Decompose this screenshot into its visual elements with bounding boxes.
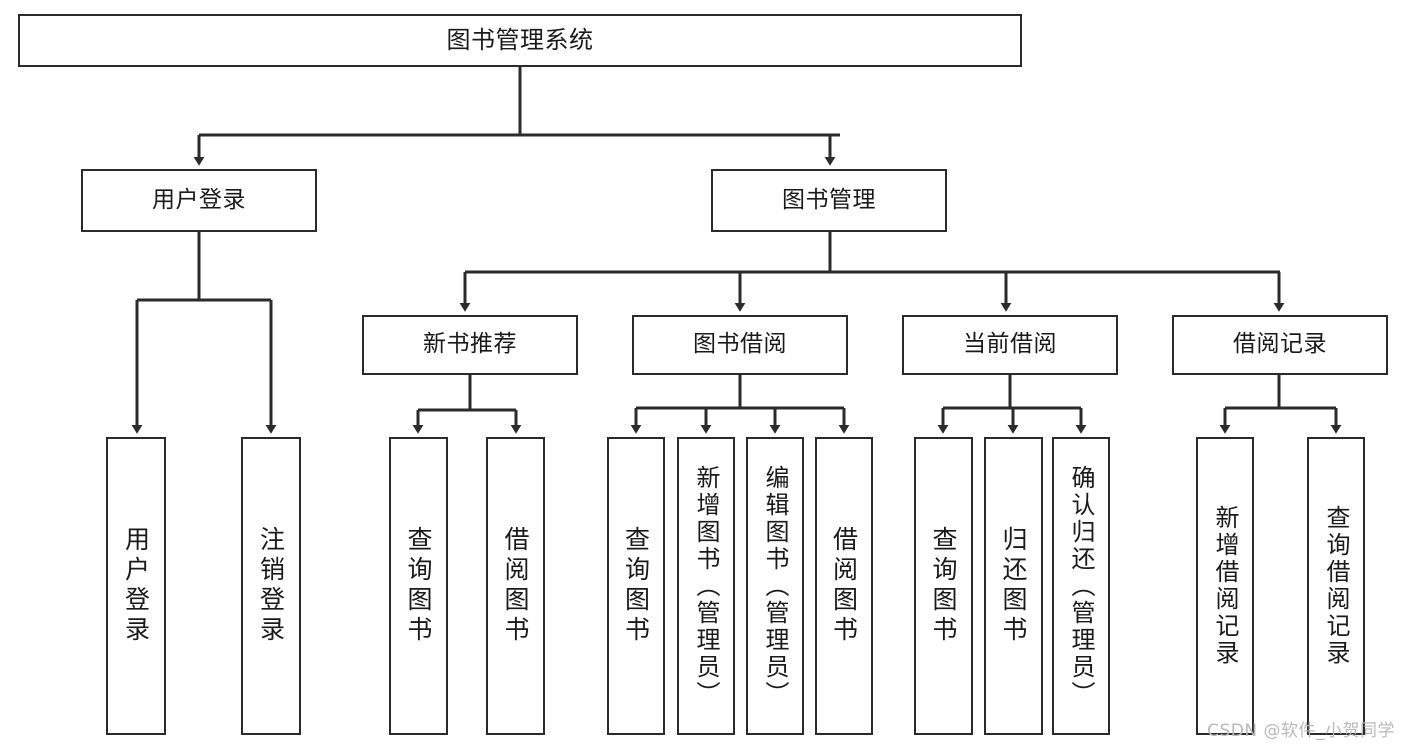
node-label: 借阅图书 (501, 526, 530, 646)
node-label: 当前借阅 (963, 331, 1057, 358)
node-label: 确认归还（管理员） (1067, 464, 1095, 708)
node-book-management[interactable]: 图书管理 (711, 169, 947, 232)
node-label: 用户登录 (121, 526, 151, 646)
node-root-book-management-system[interactable]: 图书管理系统 (18, 14, 1022, 67)
node-label: 借阅图书 (829, 526, 859, 646)
node-leaf-return-book[interactable]: 归还图书 (984, 437, 1043, 735)
node-leaf-add-borrow-record[interactable]: 新增借阅记录 (1196, 437, 1254, 735)
node-user-login[interactable]: 用户登录 (81, 169, 317, 232)
node-leaf-query-borrow-record[interactable]: 查询借阅记录 (1307, 437, 1365, 735)
node-label: 图书管理系统 (446, 26, 594, 55)
watermark-text: CSDN @软件_小贺同学 (1207, 721, 1395, 741)
node-label: 注销登录 (256, 526, 286, 646)
node-leaf-user-login[interactable]: 用户登录 (106, 437, 166, 735)
node-label: 借阅记录 (1233, 331, 1327, 358)
node-label: 新增借阅记录 (1211, 505, 1239, 667)
node-label: 归还图书 (999, 526, 1028, 646)
node-label: 查询图书 (621, 526, 651, 646)
node-leaf-add-book[interactable]: 新增图书（管理员） (677, 437, 735, 735)
node-label: 查询借阅记录 (1322, 505, 1350, 667)
node-label: 新增图书（管理员） (692, 464, 720, 708)
node-label: 图书管理 (782, 186, 876, 213)
node-leaf-edit-book[interactable]: 编辑图书（管理员） (746, 437, 804, 735)
node-leaf-query-book-borrow[interactable]: 查询图书 (607, 437, 665, 735)
node-leaf-borrow-book-recommend[interactable]: 借阅图书 (486, 437, 545, 735)
node-leaf-confirm-return[interactable]: 确认归还（管理员） (1052, 437, 1110, 735)
node-new-book-recommend[interactable]: 新书推荐 (362, 315, 578, 375)
node-leaf-borrow-book[interactable]: 借阅图书 (815, 437, 873, 735)
node-current-borrow[interactable]: 当前借阅 (902, 315, 1118, 375)
node-label: 新书推荐 (423, 331, 517, 358)
node-book-borrow[interactable]: 图书借阅 (632, 315, 848, 375)
node-label: 查询图书 (929, 526, 958, 646)
node-leaf-user-logout[interactable]: 注销登录 (241, 437, 301, 735)
node-leaf-query-book-current[interactable]: 查询图书 (914, 437, 973, 735)
node-label: 编辑图书（管理员） (761, 464, 789, 708)
node-label: 用户登录 (152, 186, 246, 213)
node-borrow-record[interactable]: 借阅记录 (1172, 315, 1388, 375)
node-label: 图书借阅 (693, 331, 787, 358)
node-label: 查询图书 (404, 526, 433, 646)
node-leaf-query-book-recommend[interactable]: 查询图书 (389, 437, 448, 735)
